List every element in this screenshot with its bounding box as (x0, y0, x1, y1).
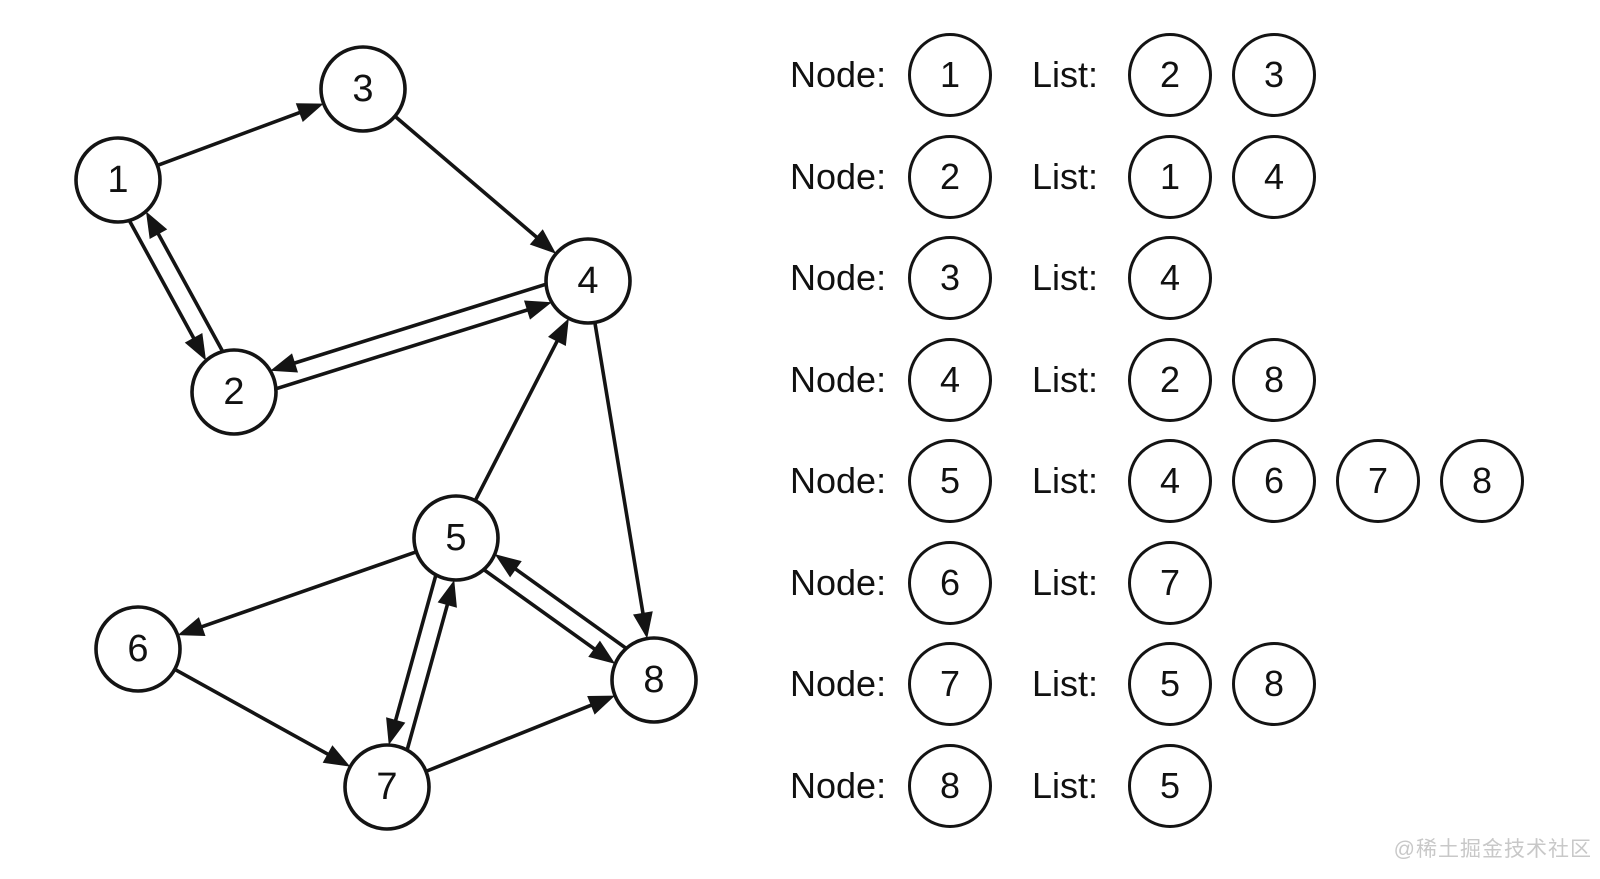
adjacency-list-circle: 8 (1232, 642, 1316, 726)
graph-node-7 (343, 743, 431, 831)
arrowhead-icon (437, 579, 457, 608)
graph-edge-5-4 (473, 337, 561, 502)
node-label: Node: (790, 359, 887, 400)
arrowhead-icon (184, 333, 207, 361)
graph-node-1 (74, 136, 162, 224)
node-label: Node: (790, 257, 887, 298)
graph-edge-1-3 (156, 109, 304, 168)
arrowhead-icon (145, 211, 168, 239)
adjacency-row: Node: 3 List: 4 (790, 236, 1232, 320)
directed-graph-diagram: 1 2 3 4 5 6 7 8 (0, 0, 720, 879)
adjacency-node-circle: 4 (908, 338, 992, 422)
adjacency-node-circle: 7 (908, 642, 992, 726)
graph-edge-5-6 (197, 550, 417, 630)
list-label: List: (1032, 663, 1099, 704)
arrowhead-icon (524, 300, 552, 320)
adjacency-list-circle: 4 (1128, 236, 1212, 320)
list-label: List: (1032, 562, 1099, 603)
adjacency-list-circle: 7 (1128, 541, 1212, 625)
graph-node-6 (94, 605, 182, 693)
adjacency-node-circle: 6 (908, 541, 992, 625)
graph-node-label: 5 (445, 517, 466, 559)
adjacency-list-circle: 3 (1232, 33, 1316, 117)
graph-node-2 (190, 348, 278, 436)
graph-node-3 (319, 45, 407, 133)
graph-edge-7-5 (405, 600, 451, 751)
graph-node-label: 4 (577, 260, 598, 302)
list-label: List: (1032, 156, 1099, 197)
adjacency-row: Node: 6 List: 7 (790, 541, 1232, 625)
node-label: Node: (790, 156, 887, 197)
graph-canvas: 1 2 3 4 5 6 7 8 (74, 45, 698, 831)
arrowhead-icon (529, 229, 557, 254)
graph-node-8 (610, 636, 698, 724)
graph-edge-5-7 (392, 574, 438, 725)
list-label: List: (1032, 54, 1099, 95)
graph-node-4 (544, 237, 632, 325)
adjacency-list-circle: 5 (1128, 642, 1212, 726)
adjacency-node-circle: 5 (908, 439, 992, 523)
node-label: Node: (790, 460, 887, 501)
list-label: List: (1032, 460, 1099, 501)
arrowhead-icon (386, 717, 406, 746)
adjacency-list-circle: 2 (1128, 33, 1212, 117)
arrowhead-icon (548, 318, 569, 347)
arrowhead-icon (494, 554, 522, 578)
adjacency-list-circle: 1 (1128, 135, 1212, 219)
arrowhead-icon (322, 745, 351, 767)
adjacency-row: Node: 8 List: 5 (790, 744, 1232, 828)
adjacency-list-circle: 4 (1128, 439, 1212, 523)
arrowhead-icon (270, 353, 298, 373)
graph-node-label: 7 (376, 766, 397, 808)
node-label: Node: (790, 562, 887, 603)
graph-edge-1-2 (127, 219, 198, 343)
list-label: List: (1032, 765, 1099, 806)
adjacency-list-circle: 8 (1440, 439, 1524, 523)
adjacency-list-circle: 4 (1232, 135, 1316, 219)
node-label: Node: (790, 765, 887, 806)
arrowhead-icon (633, 611, 653, 639)
adjacency-node-circle: 2 (908, 135, 992, 219)
adjacency-list-circle: 8 (1232, 338, 1316, 422)
watermark-text: @稀土掘金技术社区 (1393, 838, 1592, 861)
node-label: Node: (790, 663, 887, 704)
arrowhead-icon (587, 695, 616, 715)
graph-edge-7-8 (425, 702, 596, 774)
graph-node-label: 3 (352, 68, 373, 110)
graph-edge-4-8 (593, 322, 646, 618)
adjacency-node-circle: 3 (908, 236, 992, 320)
graph-node-label: 2 (223, 371, 244, 413)
graph-node-5 (412, 494, 500, 582)
graph-edge-2-4 (275, 307, 532, 391)
graph-edge-5-8 (482, 568, 599, 653)
adjacency-node-circle: 1 (908, 33, 992, 117)
graph-edge-6-7 (173, 667, 332, 758)
node-label: Node: (790, 54, 887, 95)
graph-edge-3-4 (393, 114, 541, 241)
graph-edge-8-5 (511, 565, 628, 650)
adjacency-list-circle: 7 (1336, 439, 1420, 523)
graph-edge-4-2 (290, 282, 547, 366)
graph-node-label: 8 (643, 659, 664, 701)
graph-node-label: 6 (127, 628, 148, 670)
adjacency-list-circle: 6 (1232, 439, 1316, 523)
graph-edge-2-1 (154, 229, 225, 353)
list-label: List: (1032, 257, 1099, 298)
list-label: List: (1032, 359, 1099, 400)
arrowhead-icon (588, 640, 616, 664)
graph-node-label: 1 (107, 159, 128, 201)
arrowhead-icon (177, 617, 206, 637)
arrowhead-icon (295, 103, 324, 123)
adjacency-list-circle: 2 (1128, 338, 1212, 422)
adjacency-list-circle: 5 (1128, 744, 1212, 828)
adjacency-node-circle: 8 (908, 744, 992, 828)
